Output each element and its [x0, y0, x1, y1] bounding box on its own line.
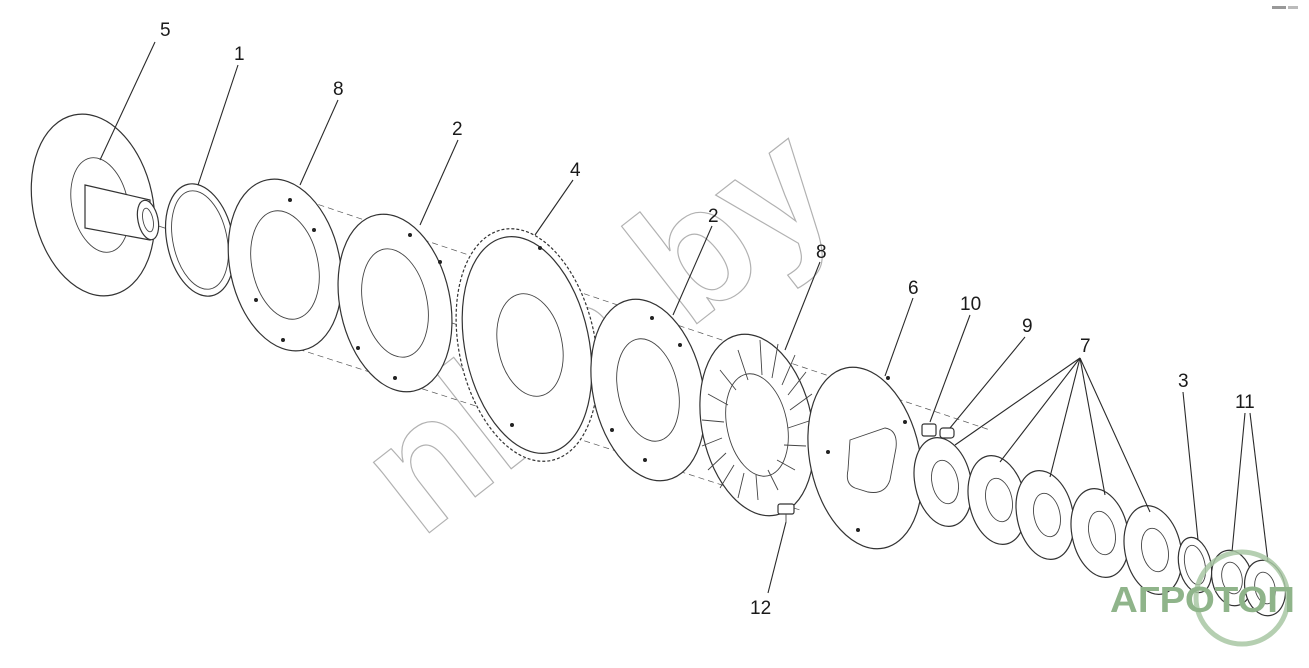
- part-5-hub-flange: [30, 113, 160, 297]
- label-part-11: 11: [1235, 392, 1255, 413]
- logo-text: АГРОТОП: [1110, 579, 1295, 620]
- label-part-1: 1: [234, 44, 245, 65]
- label-part-10: 10: [960, 294, 981, 315]
- part-9-washer: [939, 427, 955, 439]
- part-12-bolt: [777, 503, 795, 522]
- part-6-plate: [807, 366, 923, 550]
- label-part-7: 7: [1080, 336, 1091, 357]
- label-part-6: 6: [908, 278, 919, 299]
- agrotop-logo: АГРОТОП: [1110, 549, 1295, 647]
- part-11-nuts: [1210, 549, 1287, 617]
- part-8-plate-a: [227, 178, 343, 352]
- part-7-washers: [913, 437, 1183, 595]
- label-part-2-a: 2: [452, 119, 463, 140]
- part-2-plate-b: [590, 298, 706, 482]
- label-part-9: 9: [1022, 316, 1033, 337]
- corner-mark: [1272, 6, 1298, 9]
- part-2-plate-a: [337, 213, 453, 393]
- part-4-sprocket: [455, 228, 599, 462]
- label-part-8-b: 8: [816, 242, 827, 263]
- label-part-2-b: 2: [708, 206, 719, 227]
- label-part-5: 5: [160, 20, 171, 41]
- part-10-bolt: [921, 423, 937, 437]
- alignment-line-lower: [269, 339, 801, 511]
- label-part-3: 3: [1178, 371, 1189, 392]
- label-part-8-a: 8: [333, 79, 344, 100]
- leader-lines: [99, 41, 1269, 594]
- label-part-4: 4: [570, 160, 581, 181]
- label-part-12: 12: [750, 598, 771, 619]
